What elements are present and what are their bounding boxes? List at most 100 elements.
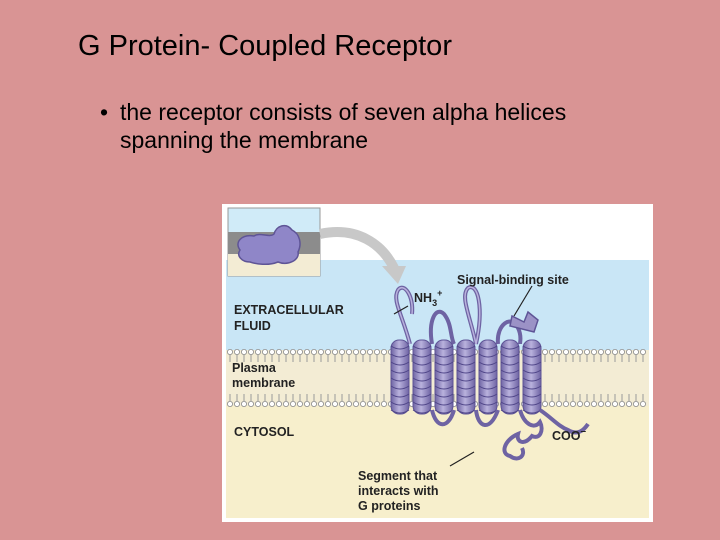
c-terminal-tail bbox=[538, 408, 590, 435]
helix-turn bbox=[434, 369, 454, 374]
helix-turn bbox=[522, 385, 542, 390]
lipid-head bbox=[346, 400, 353, 407]
bullet-item: • the receptor consists of seven alpha h… bbox=[100, 98, 640, 154]
lipid-head bbox=[352, 348, 359, 355]
helix-turn bbox=[412, 361, 432, 366]
lipid-head bbox=[352, 400, 359, 407]
lipid-head bbox=[576, 348, 583, 355]
helix-turn bbox=[478, 385, 498, 390]
lipid-head bbox=[339, 400, 346, 407]
helix-turn bbox=[500, 377, 520, 382]
plasma-membrane-label-line1: Plasma bbox=[232, 361, 277, 375]
helix bbox=[500, 339, 520, 415]
lipid-head bbox=[590, 348, 597, 355]
lipid-head bbox=[569, 400, 576, 407]
lipid-head bbox=[233, 348, 240, 355]
helix bbox=[478, 339, 498, 415]
helix-turn bbox=[522, 377, 542, 382]
plasma-membrane-label-line2: membrane bbox=[232, 376, 295, 390]
helix-turn bbox=[390, 369, 410, 374]
lipid-head bbox=[227, 348, 233, 355]
lipid-head bbox=[290, 400, 297, 407]
helix-turn bbox=[434, 385, 454, 390]
helix-turn bbox=[500, 361, 520, 366]
helix-turn bbox=[412, 393, 432, 398]
helix bbox=[390, 339, 410, 415]
helix-turn bbox=[390, 361, 410, 366]
lipid-head bbox=[583, 348, 590, 355]
lipid-head bbox=[604, 348, 611, 355]
lipid-head bbox=[373, 348, 380, 355]
extracellular-label-line1: EXTRACELLULAR bbox=[234, 303, 344, 317]
helix-turn bbox=[434, 353, 454, 358]
curved-arrow bbox=[318, 227, 406, 284]
helix-turn bbox=[500, 369, 520, 374]
helix-turn bbox=[500, 353, 520, 358]
lipid-head bbox=[325, 348, 332, 355]
lipid-head bbox=[283, 348, 290, 355]
lipid-head bbox=[269, 400, 276, 407]
lipid-head bbox=[541, 400, 548, 407]
lipid-head bbox=[332, 348, 339, 355]
lipid-head bbox=[262, 400, 269, 407]
lipid-head bbox=[632, 400, 639, 407]
lipid-head bbox=[339, 348, 346, 355]
nh3-subscript: 3 bbox=[432, 298, 437, 308]
lipid-head bbox=[611, 348, 618, 355]
helix-turn bbox=[456, 401, 476, 406]
extracellular-label-line2: FLUID bbox=[234, 319, 271, 333]
helix-turn bbox=[434, 361, 454, 366]
lipid-head bbox=[562, 348, 569, 355]
helix-turn bbox=[522, 361, 542, 366]
lipid-head bbox=[247, 348, 254, 355]
lipid-head bbox=[304, 348, 311, 355]
helix-turn bbox=[390, 401, 410, 406]
lipid-head bbox=[227, 400, 233, 407]
helix-turn bbox=[434, 401, 454, 406]
helix-turn bbox=[390, 345, 410, 350]
lipid-head bbox=[373, 400, 380, 407]
lipid-head bbox=[618, 348, 625, 355]
helix-turn bbox=[500, 385, 520, 390]
helix-turn bbox=[456, 345, 476, 350]
intracellular-loops bbox=[430, 409, 544, 461]
lipid-head bbox=[639, 348, 646, 355]
helix-turn bbox=[478, 345, 498, 350]
helix-turn bbox=[412, 369, 432, 374]
helix-turn bbox=[456, 369, 476, 374]
nh3-superscript: + bbox=[437, 288, 442, 298]
helix-turn bbox=[478, 401, 498, 406]
lipid-head bbox=[583, 400, 590, 407]
lipid-head bbox=[304, 400, 311, 407]
lipid-head bbox=[380, 400, 387, 407]
helix-turn bbox=[434, 393, 454, 398]
lipid-head bbox=[290, 348, 297, 355]
helix-turn bbox=[412, 401, 432, 406]
lipid-head bbox=[240, 348, 247, 355]
lipid-head bbox=[555, 348, 562, 355]
helix-turn bbox=[522, 401, 542, 406]
lipid-head bbox=[611, 400, 618, 407]
bullet-symbol: • bbox=[100, 99, 109, 125]
helix-turn bbox=[412, 353, 432, 358]
lipid-head bbox=[297, 400, 304, 407]
lipid-head bbox=[548, 400, 555, 407]
segment-label-line3: G proteins bbox=[358, 499, 421, 513]
helix-turn bbox=[500, 345, 520, 350]
helix-turn bbox=[456, 385, 476, 390]
helix-turn bbox=[478, 361, 498, 366]
segment-label-line1: Segment that bbox=[358, 469, 438, 483]
signal-molecule-icon bbox=[237, 224, 301, 266]
coo-superscript: – bbox=[580, 426, 586, 437]
helix bbox=[522, 339, 542, 415]
helix-turn bbox=[412, 377, 432, 382]
nh3-label: NH3+ bbox=[414, 288, 442, 308]
helix-turn bbox=[478, 353, 498, 358]
lipid-head bbox=[380, 348, 387, 355]
transmembrane-helices bbox=[390, 339, 542, 415]
helix-turn bbox=[478, 393, 498, 398]
helix-turn bbox=[522, 345, 542, 350]
helix-turn bbox=[390, 409, 410, 414]
lipid-head bbox=[639, 400, 646, 407]
helix-turn bbox=[522, 393, 542, 398]
